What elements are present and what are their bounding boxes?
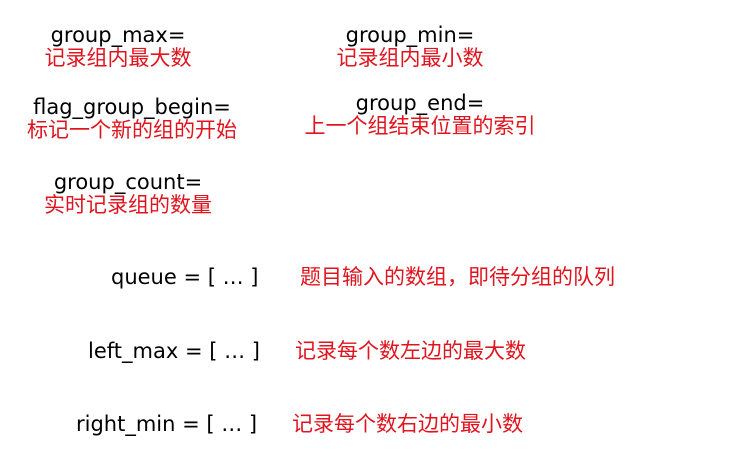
var-group-count: group_count= 实时记录组的数量	[30, 170, 226, 218]
var-group-min: group_min= 记录组内最小数	[328, 23, 492, 71]
var-group-max-name: group_max=	[50, 23, 186, 47]
var-group-count-desc: 实时记录组的数量	[44, 193, 212, 218]
array-right-min-desc: 记录每个数右边的最小数	[292, 412, 523, 436]
array-left-max-desc: 记录每个数左边的最大数	[295, 339, 526, 363]
array-right-min-expr: right_min = [ … ]	[76, 412, 258, 436]
array-queue-desc: 题目输入的数组，即待分组的队列	[300, 265, 615, 289]
var-group-end-desc: 上一个组结束位置的索引	[304, 114, 536, 139]
var-group-end-name: group_end=	[355, 91, 485, 115]
var-flag-group-begin-name: flag_group_begin=	[33, 95, 231, 119]
var-group-end: group_end= 上一个组结束位置的索引	[292, 91, 548, 139]
var-flag-group-begin: flag_group_begin= 标记一个新的组的开始	[14, 95, 250, 143]
var-group-max: group_max= 记录组内最大数	[38, 23, 198, 71]
var-flag-group-begin-desc: 标记一个新的组的开始	[27, 118, 237, 143]
var-group-count-name: group_count=	[53, 170, 203, 194]
var-group-min-name: group_min=	[345, 23, 475, 47]
array-left-max-expr: left_max = [ … ]	[88, 339, 260, 363]
var-group-max-desc: 记录组内最大数	[44, 46, 192, 71]
var-group-min-desc: 记录组内最小数	[336, 46, 484, 71]
array-queue-expr: queue = [ … ]	[111, 265, 259, 289]
